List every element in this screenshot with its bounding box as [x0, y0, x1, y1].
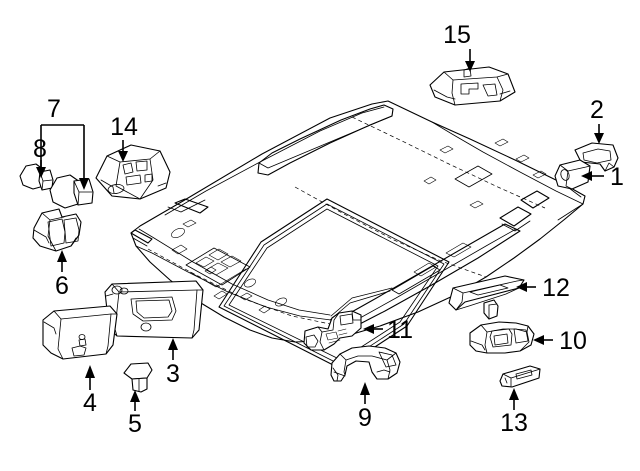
callout-3-label: 3 [166, 360, 180, 388]
callout-3: 3 [166, 338, 180, 388]
callout-4: 4 [83, 365, 97, 417]
callout-11: 11 [363, 316, 413, 344]
callout-5-label: 5 [128, 410, 142, 438]
callout-7: 7 [40, 95, 89, 190]
part-15-sunroof-trim-cover [429, 66, 516, 106]
callout-9-label: 9 [358, 404, 372, 432]
callout-12: 12 [516, 274, 570, 302]
console-switch-grid [185, 247, 251, 288]
part-6-visor-bracket [32, 208, 82, 252]
callout-12-label: 12 [542, 274, 570, 302]
callout-5: 5 [128, 390, 142, 438]
callout-2-label: 2 [590, 96, 604, 124]
callout-6-label: 6 [55, 272, 69, 300]
part-10-assist-grip-front [469, 321, 535, 354]
callout-13: 13 [500, 388, 528, 437]
callout-layer: 15 2 1 14 7 8 [33, 21, 624, 438]
callout-8-label: 8 [33, 135, 47, 163]
part-12-coat-hook-trim [448, 275, 525, 320]
part-3-sun-visor-mirror [104, 280, 204, 339]
part-5-visor-clip [123, 362, 153, 393]
callout-2: 2 [590, 96, 604, 144]
callout-15-label: 15 [443, 21, 471, 49]
callout-14: 14 [110, 113, 138, 162]
headliner-panel [130, 100, 586, 370]
callout-14-label: 14 [110, 113, 138, 141]
callout-1: 1 [581, 163, 624, 191]
callout-15: 15 [443, 21, 475, 72]
part-4-sun-visor-plain [42, 305, 118, 360]
part-11-grip-bracket [303, 310, 362, 351]
callout-13-label: 13 [500, 409, 528, 437]
part-9-assist-grip-rear [330, 345, 401, 382]
part-7-retainer [49, 174, 94, 209]
callout-4-label: 4 [83, 389, 97, 417]
callout-9: 9 [358, 382, 372, 432]
part-13-small-clip [499, 365, 541, 388]
callout-11-label: 11 [387, 316, 413, 344]
callout-6: 6 [55, 250, 69, 300]
callout-8: 8 [33, 135, 47, 178]
callout-10: 10 [533, 327, 587, 355]
callout-1-label: 1 [610, 163, 624, 191]
part-14-overhead-console [95, 144, 171, 200]
callout-10-label: 10 [559, 327, 587, 355]
callout-7-label: 7 [47, 95, 61, 123]
